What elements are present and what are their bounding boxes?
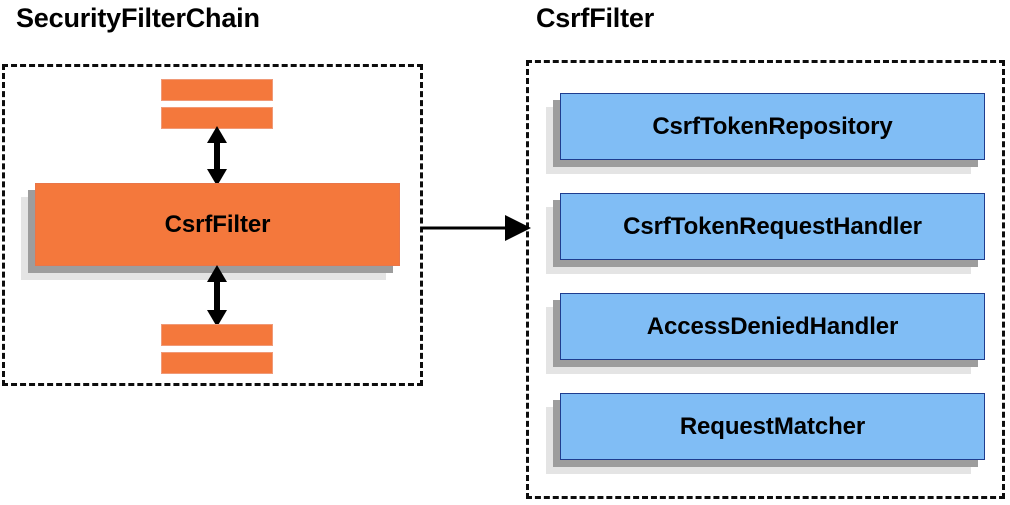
node-label: CsrfTokenRepository	[652, 112, 893, 140]
node-label: AccessDeniedHandler	[646, 312, 899, 340]
filter-stub-bar-bottom-1	[161, 324, 273, 346]
node-csrf-filter[interactable]: CsrfFilter	[21, 183, 400, 280]
node-csrf-token-repository[interactable]: CsrfTokenRepository	[546, 93, 985, 174]
filter-stub-bar-top-1	[161, 79, 273, 101]
node-label: CsrfTokenRequestHandler	[623, 212, 922, 240]
node-face: CsrfTokenRequestHandler	[560, 193, 985, 260]
node-request-matcher[interactable]: RequestMatcher	[546, 393, 985, 474]
node-access-denied-handler[interactable]: AccessDeniedHandler	[546, 293, 985, 374]
node-face: CsrfTokenRepository	[560, 93, 985, 160]
panel-title-csrf-filter: CsrfFilter	[536, 3, 655, 33]
double-headed-arrow-lower	[207, 265, 227, 327]
node-csrf-token-request-handler[interactable]: CsrfTokenRequestHandler	[546, 193, 985, 274]
node-label: CsrfFilter	[164, 210, 271, 238]
filter-stub-bar-bottom-2	[161, 352, 273, 374]
panel-csrf-filter	[526, 60, 1005, 499]
double-headed-arrow-upper	[207, 126, 227, 186]
connector-arrow-csrf-filter-to-panel	[421, 215, 531, 241]
node-label: RequestMatcher	[679, 412, 866, 440]
node-face: CsrfFilter	[35, 183, 400, 266]
node-face: RequestMatcher	[560, 393, 985, 460]
node-face: AccessDeniedHandler	[560, 293, 985, 360]
panel-security-filter-chain	[2, 64, 423, 386]
panel-title-security-filter-chain: SecurityFilterChain	[16, 3, 260, 33]
